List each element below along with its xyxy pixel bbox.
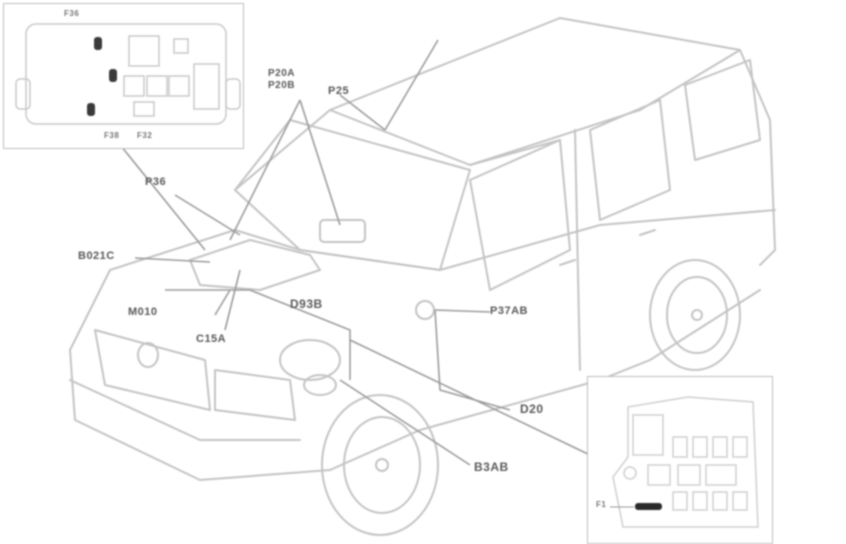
label-p37ab: P37AB xyxy=(490,305,528,317)
inset-fuse-box-top-left: F36 F38 F32 xyxy=(3,3,244,149)
label-p20a-p20b: P20A P20B xyxy=(268,68,296,91)
inset-fuse-box-bottom-right: F1 xyxy=(587,376,773,544)
label-p25: P25 xyxy=(328,85,350,97)
label-c15a: C15A xyxy=(196,333,227,345)
fuse-box-bottom-right-illustration xyxy=(610,396,759,528)
label-f1: F1 xyxy=(596,500,607,509)
label-f36: F36 xyxy=(64,9,80,18)
label-f32: F32 xyxy=(137,131,153,140)
label-p36: P36 xyxy=(145,176,167,188)
fuse-box-top-left-illustration xyxy=(15,23,241,125)
label-b3ab: B3AB xyxy=(474,460,509,474)
label-d93b: D93B xyxy=(290,297,323,311)
label-f38: F38 xyxy=(104,131,120,140)
label-d20: D20 xyxy=(520,402,544,416)
label-m010: M010 xyxy=(128,306,158,318)
label-b021c: B021C xyxy=(78,250,115,262)
